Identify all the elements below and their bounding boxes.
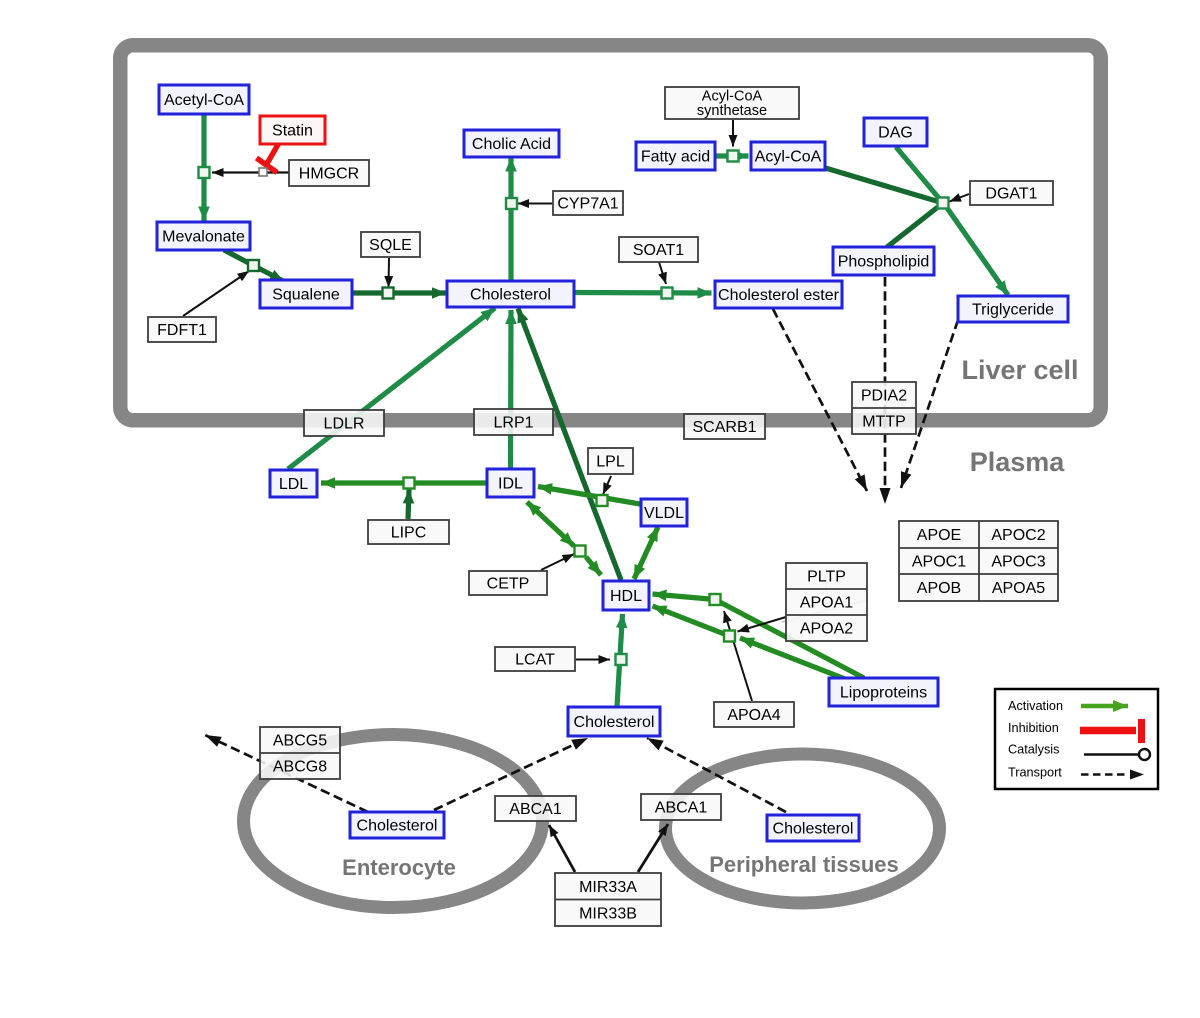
- svg-text:Peripheral tissues: Peripheral tissues: [709, 852, 899, 877]
- svg-text:Lipoproteins: Lipoproteins: [840, 685, 927, 702]
- svg-text:LPL: LPL: [596, 454, 625, 471]
- svg-text:Inhibition: Inhibition: [1008, 721, 1059, 735]
- svg-text:APOA1: APOA1: [800, 595, 853, 612]
- svg-text:LCAT: LCAT: [515, 652, 555, 669]
- svg-text:Transport: Transport: [1008, 766, 1062, 780]
- svg-text:SOAT1: SOAT1: [633, 242, 684, 259]
- svg-text:APOA4: APOA4: [727, 707, 780, 724]
- svg-text:MIR33B: MIR33B: [579, 905, 637, 922]
- svg-text:LRP1: LRP1: [493, 415, 533, 432]
- svg-text:DAG: DAG: [878, 125, 913, 142]
- svg-text:Cholesterol: Cholesterol: [470, 287, 551, 304]
- svg-text:APOA2: APOA2: [800, 621, 853, 638]
- svg-text:CETP: CETP: [487, 576, 530, 593]
- svg-text:Catalysis: Catalysis: [1008, 743, 1059, 757]
- svg-text:ABCG5: ABCG5: [273, 733, 327, 750]
- svg-text:VLDL: VLDL: [644, 505, 684, 522]
- svg-text:HDL: HDL: [610, 588, 642, 605]
- svg-text:Enterocyte: Enterocyte: [342, 855, 456, 880]
- svg-text:Cholesterol: Cholesterol: [357, 818, 438, 835]
- svg-text:ABCA1: ABCA1: [655, 800, 708, 817]
- svg-text:PDIA2: PDIA2: [861, 388, 907, 405]
- svg-text:Mevalonate: Mevalonate: [162, 229, 245, 246]
- svg-text:APOC2: APOC2: [991, 527, 1045, 544]
- svg-text:Cholesterol: Cholesterol: [773, 821, 854, 838]
- svg-text:LIPC: LIPC: [391, 525, 427, 542]
- svg-text:synthetase: synthetase: [697, 103, 767, 119]
- svg-text:APOA5: APOA5: [992, 580, 1045, 597]
- svg-text:Statin: Statin: [272, 123, 313, 140]
- svg-text:SCARB1: SCARB1: [692, 419, 756, 436]
- svg-text:Squalene: Squalene: [272, 287, 340, 304]
- svg-text:LDLR: LDLR: [324, 416, 365, 433]
- svg-text:MIR33A: MIR33A: [579, 879, 637, 896]
- svg-text:IDL: IDL: [498, 476, 523, 493]
- svg-text:Phospholipid: Phospholipid: [838, 254, 930, 271]
- svg-text:MTTP: MTTP: [862, 414, 906, 431]
- svg-text:Cholesterol: Cholesterol: [574, 714, 655, 731]
- svg-text:SQLE: SQLE: [369, 237, 412, 254]
- svg-text:Acyl-CoA: Acyl-CoA: [702, 89, 763, 105]
- svg-text:Liver cell: Liver cell: [961, 355, 1078, 385]
- svg-text:Cholic Acid: Cholic Acid: [472, 136, 551, 153]
- svg-text:Acetyl-CoA: Acetyl-CoA: [164, 92, 244, 109]
- svg-text:APOC3: APOC3: [991, 554, 1045, 571]
- svg-text:PLTP: PLTP: [807, 569, 846, 586]
- svg-text:ABCG8: ABCG8: [273, 759, 327, 776]
- svg-text:CYP7A1: CYP7A1: [557, 196, 618, 213]
- svg-text:DGAT1: DGAT1: [985, 186, 1037, 203]
- svg-text:APOB: APOB: [917, 580, 961, 597]
- svg-text:APOC1: APOC1: [912, 554, 966, 571]
- svg-text:Triglyceride: Triglyceride: [972, 302, 1054, 319]
- svg-text:LDL: LDL: [279, 476, 308, 493]
- svg-text:HMGCR: HMGCR: [299, 166, 359, 183]
- svg-text:Activation: Activation: [1008, 699, 1063, 713]
- svg-text:Acyl-CoA: Acyl-CoA: [755, 149, 822, 166]
- svg-text:FDFT1: FDFT1: [157, 322, 207, 339]
- svg-text:Plasma: Plasma: [970, 447, 1066, 477]
- svg-text:Cholesterol ester: Cholesterol ester: [718, 287, 840, 304]
- svg-text:APOE: APOE: [917, 527, 961, 544]
- svg-text:Fatty acid: Fatty acid: [641, 149, 710, 166]
- svg-text:ABCA1: ABCA1: [509, 801, 562, 818]
